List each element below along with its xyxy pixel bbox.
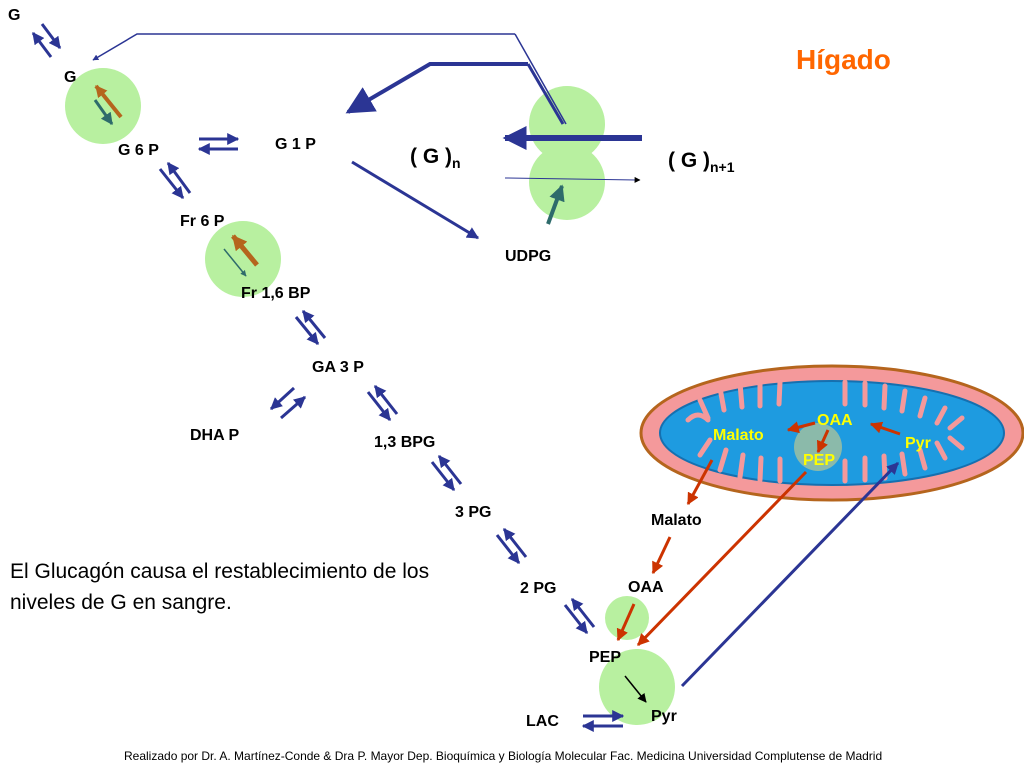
mito-arrow-pyr-to-oaa	[869, 421, 901, 436]
mito-pyr: Pyr	[905, 435, 931, 452]
mito-malato: Malato	[713, 427, 764, 444]
arrow-pyr-into-mitochondria	[680, 461, 900, 688]
highlight-circle-hexokinase	[65, 68, 141, 144]
arrow-pep-to-pyr	[624, 675, 647, 703]
arrow-g-to-g6p-inhibited	[93, 99, 114, 125]
arrow-g1p-to-udpg	[351, 160, 480, 240]
arrow-glycogen-to-g-thin	[92, 33, 515, 61]
highlight-circle-glycogen-phosphorylase	[529, 86, 605, 162]
arrow-malato-mito-to-cytosol	[686, 459, 714, 506]
highlight-circle-pyruvate-kinase	[599, 649, 675, 725]
arrow-oaa-to-pep	[616, 603, 636, 642]
footer-credits: Realizado por Dr. A. Martínez-Conde & Dr…	[124, 749, 883, 763]
metabolite-pep: PEP	[589, 649, 622, 666]
arrow-malato-to-oaa	[651, 536, 672, 575]
arrow-glycogen-to-g1p	[345, 62, 528, 114]
metabolite-pyr: Pyr	[651, 708, 677, 725]
metabolite-g1p: G 1 P	[275, 136, 316, 153]
mito-arrow-oaa-to-malato	[786, 421, 816, 434]
metabolite-g6p: G 6 P	[118, 142, 159, 159]
metabolite-oaa: OAA	[628, 579, 664, 596]
glycogen-n: ( G )n	[410, 145, 461, 172]
mito-arrow-oaa-to-pep	[816, 429, 830, 454]
metabolite-ga3p: GA 3 P	[312, 359, 364, 376]
metabolite-3pg: 3 PG	[455, 504, 492, 521]
glycogen-n1-subscript: n+1	[710, 159, 735, 176]
mito-oaa: OAA	[817, 412, 853, 429]
arrow-fr16bp-to-fr6p-activated	[231, 234, 259, 267]
arrow-g6p-to-g-activated	[94, 84, 123, 119]
mitochondrial-cristae	[685, 379, 965, 484]
mito-pep: PEP	[803, 452, 836, 469]
metabolite-g-blood: G	[8, 7, 21, 24]
metabolite-fr16bp: Fr 1,6 BP	[241, 285, 311, 302]
mitochondrion	[639, 364, 1024, 502]
arrow-mito-pep-to-pep	[636, 470, 808, 647]
metabolite-bpg13: 1,3 BPG	[374, 434, 436, 451]
metabolite-fr6p: Fr 6 P	[180, 213, 225, 230]
metabolite-dhap: DHA P	[190, 427, 240, 444]
caption: El Glucagón causa el restablecimiento de…	[10, 560, 430, 614]
glycogen-n1: ( G )n+1	[668, 149, 735, 176]
arrow-glycogen-synthase	[504, 176, 641, 183]
metabolite-g-cell: G	[64, 69, 77, 86]
metabolite-malato: Malato	[651, 512, 702, 529]
metabolite-lac: LAC	[526, 713, 559, 730]
metabolite-2pg: 2 PG	[520, 580, 557, 597]
page-title: Hígado	[796, 44, 891, 75]
highlight-circle-glycogen-synthase	[529, 144, 605, 220]
arrow-fr6p-to-fr16bp-inhibited	[223, 248, 247, 277]
metabolite-udpg: UDPG	[505, 248, 552, 265]
glycogen-n-subscript: n	[452, 155, 461, 172]
highlight-circle-pfk	[205, 221, 281, 297]
